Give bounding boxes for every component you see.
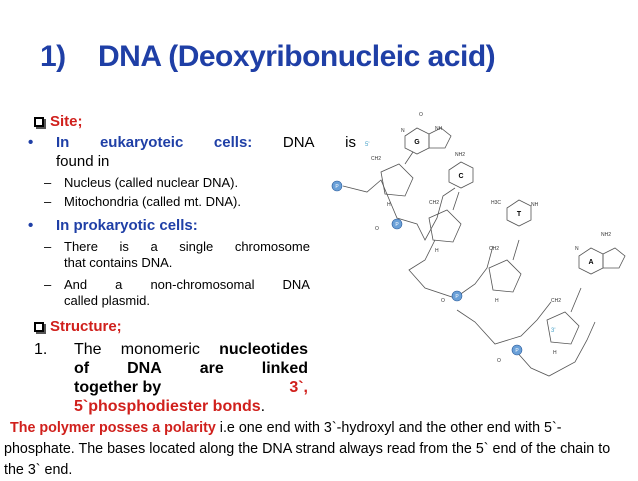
structure-item: 1. The monomeric nucleotides of DNA are …: [34, 340, 310, 416]
prok-word: There: [64, 239, 98, 254]
prok-item-line: There is a single chromosome: [64, 239, 310, 255]
structure-word: are: [199, 360, 224, 377]
prok-word: non-chromosomal: [150, 277, 255, 292]
structure-word: 3`,: [289, 379, 308, 396]
base-label-t: T: [517, 211, 522, 218]
structure-period: .: [260, 398, 266, 415]
eukaryotic-line: In eukaryoteic cells: DNA is: [56, 133, 356, 152]
euk-item: –Nucleus (called nuclear DNA).: [44, 175, 239, 190]
eukaryotic-line2: found in: [56, 153, 110, 170]
prok-word: DNA: [282, 277, 310, 292]
prok-item-line2: called plasmid.: [64, 293, 150, 308]
structure-line: 5`phosphodiester bonds.: [74, 397, 310, 416]
base-label-a: A: [588, 259, 593, 266]
prok-word: single: [179, 239, 214, 254]
euk-word: In: [56, 134, 70, 151]
structure-heading: Structure;: [50, 318, 122, 335]
structure-word: DNA: [127, 360, 162, 377]
euk-item-text: Mitochondria (called mt. DNA).: [64, 194, 241, 209]
structure-word: together by: [74, 379, 162, 396]
structure-line: The monomeric nucleotides: [74, 340, 308, 359]
site-heading: Site;: [50, 113, 83, 130]
atom-label: H3C: [491, 200, 501, 206]
atom-label: N: [575, 246, 579, 252]
atom-label: O: [419, 112, 423, 118]
atom-label: H: [387, 202, 391, 208]
prokaryotic-heading: In prokaryotic cells:: [56, 217, 198, 234]
euk-word: is: [345, 134, 356, 151]
atom-label: CH2: [551, 298, 561, 304]
atom-label: CH2: [429, 200, 439, 206]
bullet-dot-icon: •: [28, 134, 34, 151]
structure-item-number: 1.: [34, 341, 48, 358]
atom-label: N: [401, 128, 405, 134]
prok-item-line2: that contains DNA.: [64, 255, 173, 270]
polarity-lead: The polymer posses a polarity: [10, 420, 216, 436]
prok-word: chromosome: [234, 239, 310, 254]
base-label-c: C: [458, 173, 463, 180]
atom-label: O: [441, 298, 445, 304]
phosphate-label: P: [455, 294, 459, 300]
euk-word: DNA: [282, 134, 315, 151]
euk-item-text: Nucleus (called nuclear DNA).: [64, 175, 239, 190]
atom-label: O: [497, 358, 501, 364]
title-text: DNA (Deoxyribonucleic acid): [98, 40, 496, 73]
atom-label: CH2: [489, 246, 499, 252]
atom-label: H: [435, 248, 439, 254]
polarity-text: i.e one end with 3`-hydroxyl and the oth…: [4, 420, 611, 478]
structure-word: of: [74, 360, 90, 377]
three-prime-end-label: 3': [551, 328, 555, 334]
atom-label: CH2: [371, 156, 381, 162]
structure-word: monomeric: [120, 341, 200, 358]
five-prime-end-label: 5': [365, 142, 369, 148]
atom-label: O: [375, 226, 379, 232]
prok-item: – There is a single chromosome that cont…: [44, 239, 310, 270]
structure-word: nucleotides: [219, 341, 308, 358]
dna-strand-diagram: G C T A CH2 CH2 CH2 CH2 NH2 NH2 NH NH H3…: [331, 112, 626, 377]
content-left: Site; • In eukaryoteic cells: DNA is fou…: [28, 112, 356, 416]
prokaryotic-row: • In prokaryotic cells:: [28, 216, 310, 235]
euk-word: cells:: [213, 134, 253, 151]
prok-word: a: [115, 277, 123, 292]
prok-word: is: [119, 239, 129, 254]
atom-label: NH: [531, 202, 539, 208]
phosphate-label: P: [395, 222, 399, 228]
square-bullet-icon: [34, 322, 44, 332]
atom-label: NH2: [455, 152, 465, 158]
base-label-g: G: [414, 139, 420, 146]
atom-label: NH: [435, 126, 443, 132]
prok-word: And: [64, 277, 88, 292]
euk-item: –Mitochondria (called mt. DNA).: [44, 194, 241, 209]
prok-item: – And a non-chromosomal DNA called plasm…: [44, 277, 310, 308]
polarity-paragraph: The polymer posses a polarity i.e one en…: [4, 418, 632, 481]
bullet-dot-icon: •: [28, 217, 34, 234]
structure-word: linked: [261, 360, 308, 377]
prok-item-line: And a non-chromosomal DNA: [64, 277, 310, 293]
phosphate-group: P P P P: [331, 180, 523, 356]
eukaryotic-row: • In eukaryoteic cells: DNA is found in: [28, 133, 356, 171]
slide-title: 1) DNA (Deoxyribonucleic acid): [40, 40, 600, 74]
prok-word: a: [150, 239, 158, 254]
structure-heading-row: Structure;: [34, 317, 310, 336]
atom-label: H: [553, 350, 557, 356]
structure-line: together by 3`,: [74, 378, 308, 397]
title-number: 1): [40, 40, 66, 73]
square-bullet-icon: [34, 117, 44, 127]
site-heading-row: Site;: [34, 112, 310, 131]
structure-line: of DNA are linked: [74, 359, 308, 378]
euk-word: eukaryoteic: [99, 134, 184, 151]
structure-word: The: [74, 341, 102, 358]
atom-label: H: [495, 298, 499, 304]
structure-bond-text: 5`phosphodiester bonds: [74, 398, 261, 415]
phosphate-label: P: [515, 348, 519, 354]
atom-label: NH2: [601, 232, 611, 238]
phosphate-label: P: [335, 184, 339, 190]
